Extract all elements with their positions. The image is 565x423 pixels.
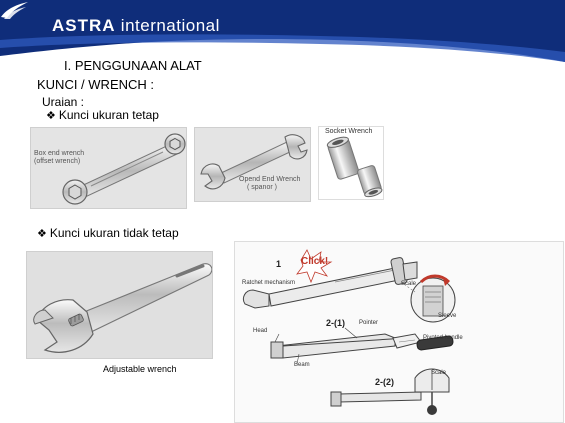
socket-wrench-photo: Socket Wrench	[318, 126, 384, 200]
pivoted-handle-label: Pivoted handle	[423, 335, 463, 341]
bullet-adjustable-size: ❖Kunci ukuran tidak tetap	[37, 226, 179, 240]
step-2-2-number: 2-(2)	[375, 377, 395, 387]
bullet-fixed-size: ❖Kunci ukuran tetap	[46, 108, 159, 122]
pointer-label: Pointer	[359, 320, 379, 326]
astra-logo-icon	[1, 2, 28, 19]
click-callout: Click!	[301, 256, 329, 267]
section-title: I. PENGGUNAAN ALAT	[64, 58, 202, 73]
open-wrench-label: Opend End Wrench	[239, 176, 301, 183]
step-2-1-number: 2-(1)	[326, 318, 346, 328]
scale-label-top: Scale	[401, 281, 417, 287]
open-wrench-sublabel: ( spanor )	[247, 184, 277, 191]
box-wrench-label: Box end wrench	[34, 150, 85, 157]
socket-illustration	[326, 136, 383, 198]
section-subtitle: KUNCI / WRENCH :	[37, 77, 154, 92]
open-wrench-illustration	[200, 134, 308, 190]
box-wrench-illustration	[62, 133, 186, 205]
diamond-bullet-icon: ❖	[37, 228, 47, 240]
adjustable-wrench-photo	[26, 251, 213, 359]
box-wrench-sublabel: (offset wrench)	[34, 158, 81, 165]
adjustable-wrench-label: Adjustable wrench	[103, 364, 177, 374]
torque-wrench-illustration	[242, 249, 456, 415]
header-background	[0, 0, 565, 62]
beam-label: Beam	[294, 362, 310, 368]
uraian-label: Uraian :	[42, 95, 85, 109]
box-end-wrench-photo: Box end wrench (offset wrench)	[30, 127, 187, 209]
socket-wrench-label: Socket Wrench	[325, 128, 373, 135]
brand-name: ASTRA international	[52, 16, 220, 35]
header-banner: ASTRA international	[0, 0, 565, 62]
sleeve-label: Sleeve	[438, 313, 457, 319]
torque-wrench-diagram: 1 Click! Ratchet mechanism Scale Sleeve …	[234, 241, 564, 423]
step-1-number: 1	[276, 259, 282, 269]
scale-label-bottom: Scale	[431, 370, 447, 376]
diamond-bullet-icon: ❖	[46, 110, 56, 122]
open-end-wrench-photo: Opend End Wrench ( spanor )	[194, 127, 311, 202]
ratchet-mechanism-label: Ratchet mechanism	[242, 280, 296, 286]
head-label: Head	[253, 328, 268, 334]
adjustable-wrench-illustration	[33, 263, 212, 353]
